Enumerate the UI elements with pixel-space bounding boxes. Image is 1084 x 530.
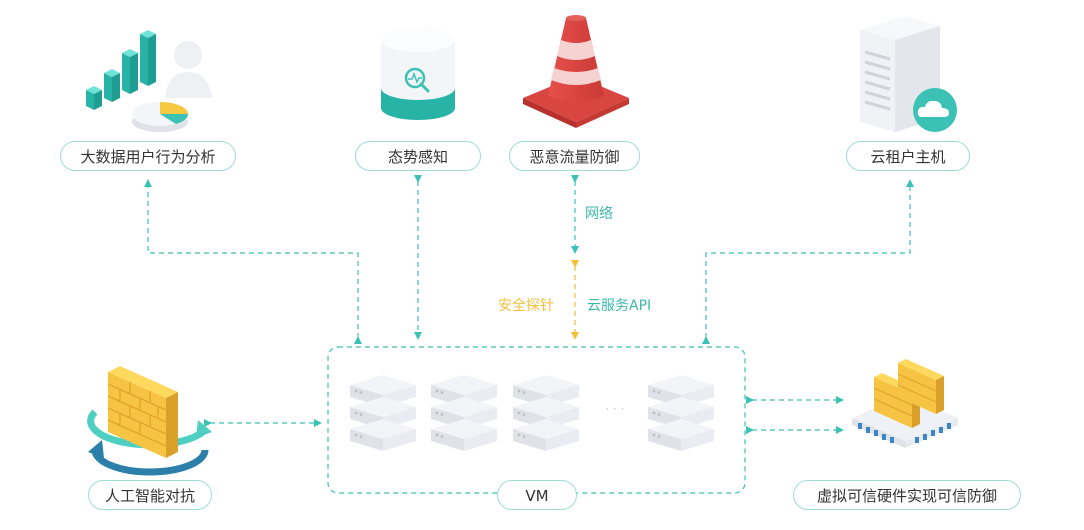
node-vm: VM <box>497 480 577 510</box>
node-ai-confrontation: 人工智能对抗 <box>88 480 212 510</box>
vm-server-2-icon <box>431 375 497 451</box>
vm-server-3-icon <box>513 375 579 451</box>
server-cloud-icon <box>860 16 957 132</box>
node-trusted-hardware: 虚拟可信硬件实现可信防御 <box>793 480 1021 510</box>
edge-bigdata-vm <box>144 179 362 344</box>
node-cloud-tenant: 云租户主机 <box>846 141 970 171</box>
bar-chart-pie-user-icon <box>86 30 212 132</box>
edge-label-probe: 安全探针 <box>498 298 554 314</box>
vm-container <box>327 346 746 494</box>
node-malicious-traffic: 恶意流量防御 <box>509 141 640 171</box>
vm-server-1-icon <box>350 375 416 451</box>
firewall-cycle-icon <box>87 366 212 476</box>
edge-label-network: 网络 <box>585 206 613 222</box>
monitor-cylinder-icon <box>381 28 455 120</box>
firewall-chip-icon <box>852 359 958 448</box>
traffic-cone-icon <box>523 15 629 128</box>
node-situation-awareness: 态势感知 <box>355 141 481 171</box>
node-big-data: 大数据用户行为分析 <box>60 141 236 171</box>
edge-tenant-vm <box>702 179 914 344</box>
vm-server-4-icon <box>648 375 714 451</box>
edge-label-cloud-api: 云服务API <box>587 298 652 314</box>
vm-ellipsis: · · · <box>605 402 624 416</box>
vm-server-stacks: · · · <box>350 375 714 451</box>
